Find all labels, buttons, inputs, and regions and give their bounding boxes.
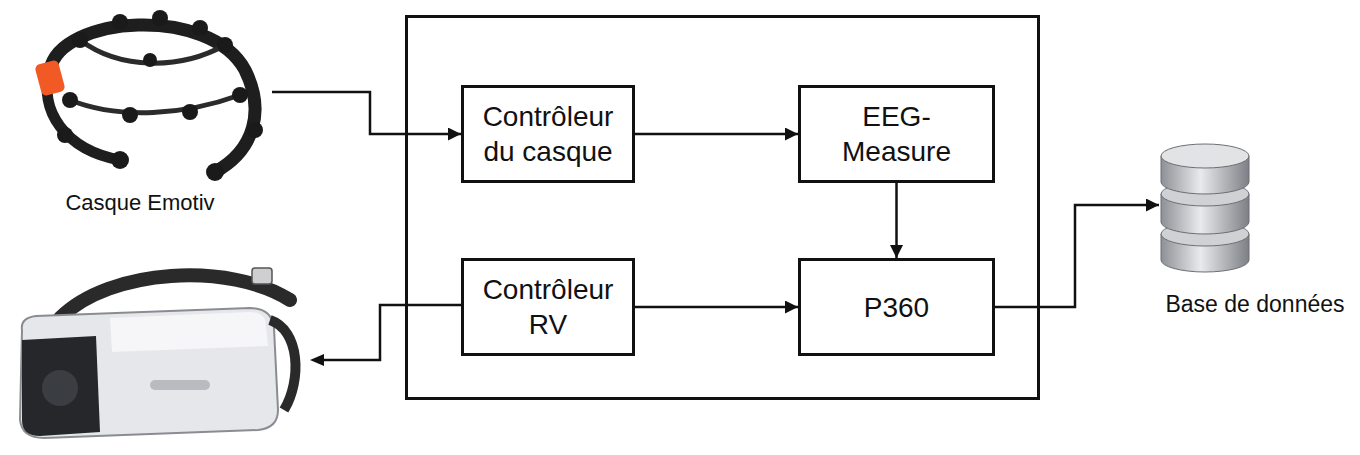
- eeg-headset-icon: [10, 0, 270, 185]
- process-box: P360: [798, 258, 995, 356]
- icon-caption: Base de données: [1155, 291, 1355, 319]
- box-label: Contrôleur du casque: [473, 99, 623, 169]
- vr-headset: [20, 268, 296, 438]
- database-icon: [1155, 142, 1255, 277]
- database: Base de données: [1155, 140, 1355, 320]
- vr-output-arrow: [322, 305, 461, 360]
- system-frame: Contrôleur du casque EEG- MeasureContrôle…: [405, 15, 1040, 400]
- flow-arrow: [272, 92, 461, 134]
- box-label: Contrôleur RV: [473, 272, 623, 342]
- eeg-headset: Casque Emotiv: [10, 0, 270, 225]
- box-label: EEG- Measure: [832, 99, 962, 169]
- box-label: P360: [864, 290, 929, 325]
- flow-arrow: [895, 183, 898, 258]
- process-box: EEG- Measure: [798, 85, 995, 183]
- arrow-head: [310, 354, 324, 366]
- flow-arrow: [635, 133, 798, 136]
- process-box: Contrôleur du casque: [461, 85, 635, 183]
- process-box: Contrôleur RV: [461, 258, 635, 356]
- flow-arrow: [995, 205, 1159, 307]
- flow-arrow: [635, 306, 798, 309]
- icon-caption: Casque Emotiv: [10, 190, 270, 216]
